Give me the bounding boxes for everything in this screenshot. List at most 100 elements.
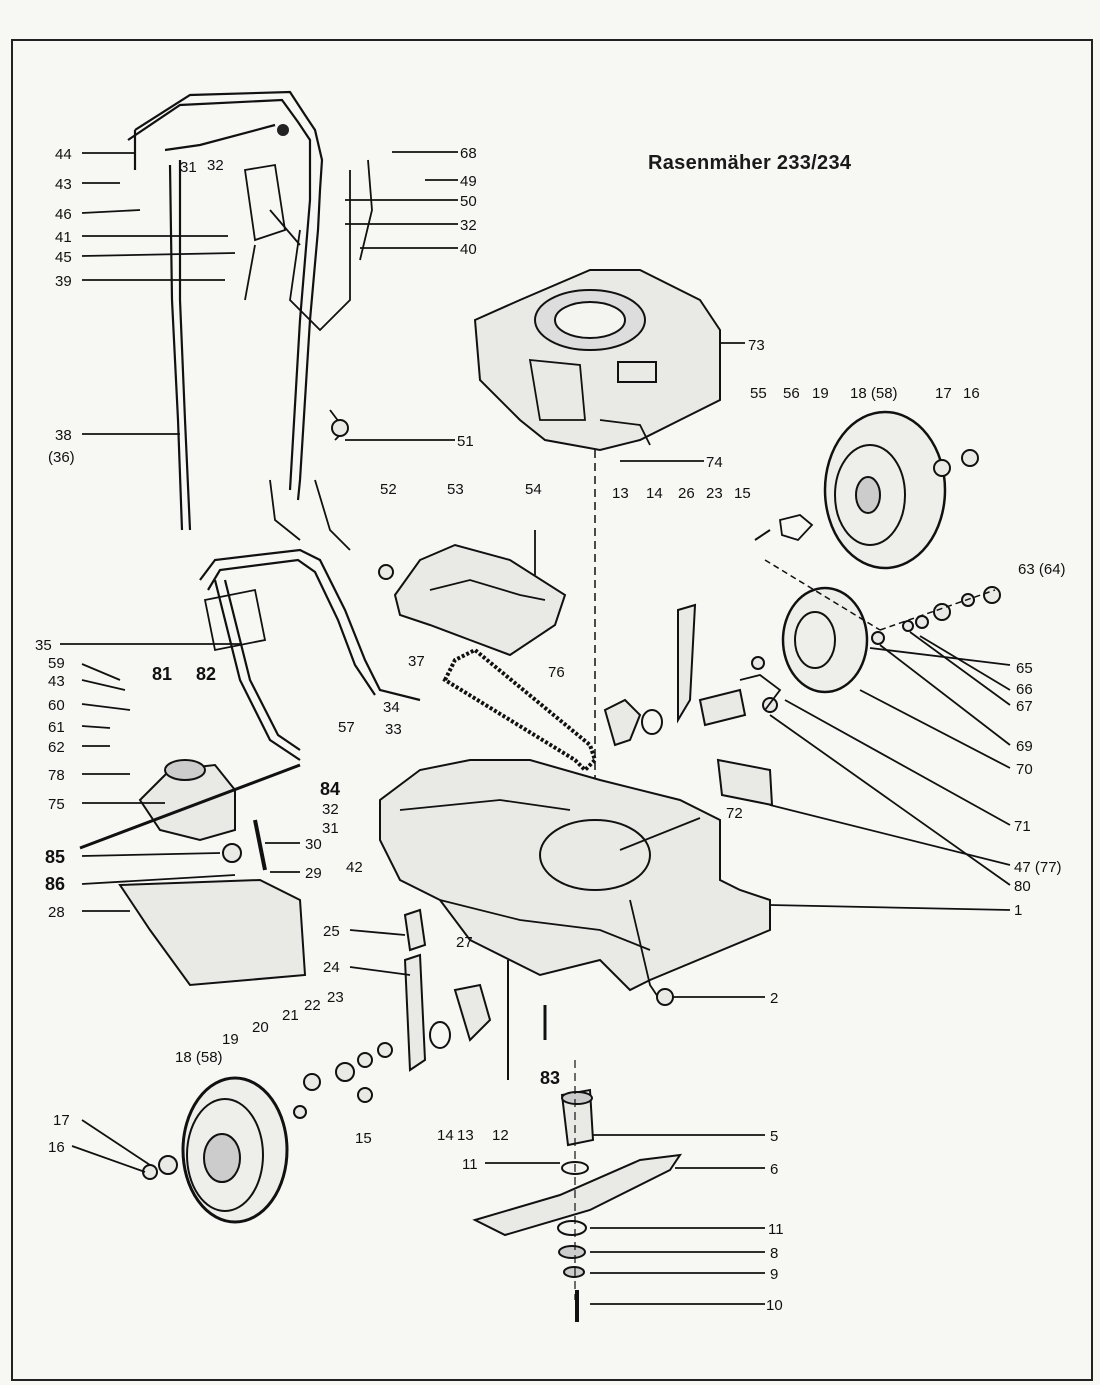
callout-6: 6 [770, 1161, 778, 1178]
callout-23: 23 [327, 989, 344, 1006]
gearbox [79, 759, 301, 871]
callout-28: 28 [48, 904, 65, 921]
callout-82: 82 [196, 664, 216, 684]
callout-20: 20 [252, 1019, 269, 1036]
page-frame [11, 39, 1093, 1381]
callout-51: 51 [457, 433, 474, 450]
callout-18: 18 (58) [175, 1049, 223, 1066]
callout-41: 41 [55, 229, 72, 246]
callout-8: 8 [770, 1245, 778, 1262]
callout-31: 31 [322, 820, 339, 837]
front-wheel-right [739, 559, 1001, 713]
callout-54: 54 [525, 481, 542, 498]
callout-73: 73 [748, 337, 765, 354]
callout-16: 16 [48, 1139, 65, 1156]
callout-30: 30 [305, 836, 322, 853]
callout-47: 47 (77) [1014, 859, 1062, 876]
callout-72: 72 [726, 805, 743, 822]
callout-10: 10 [766, 1297, 783, 1314]
grass-deflector [118, 878, 307, 987]
callout-84: 84 [320, 779, 340, 799]
callout-24: 24 [323, 959, 340, 976]
callout-39: 39 [55, 273, 72, 290]
height-adjuster-left [403, 908, 547, 1080]
callout-12: 12 [492, 1127, 509, 1144]
drive-belt [442, 647, 598, 773]
callout-13: 13 [457, 1127, 474, 1144]
callout-23: 23 [706, 485, 723, 502]
callout-19: 19 [812, 385, 829, 402]
callout-15: 15 [355, 1130, 372, 1147]
callout-27: 27 [456, 934, 473, 951]
upper-handle [127, 90, 373, 551]
callout-55: 55 [750, 385, 767, 402]
callout-57: 57 [338, 719, 355, 736]
callout-74: 74 [706, 454, 723, 471]
callout-17: 17 [935, 385, 952, 402]
callout-53: 53 [447, 481, 464, 498]
callout-49: 49 [460, 173, 477, 190]
callout-14: 14 [437, 1127, 454, 1144]
callout-32: 32 [460, 217, 477, 234]
callout-2: 2 [770, 990, 778, 1007]
callout-13: 13 [612, 485, 629, 502]
callout-56: 56 [783, 385, 800, 402]
callout-69: 69 [1016, 738, 1033, 755]
callout-52: 52 [380, 481, 397, 498]
callout-1: 1 [1014, 902, 1022, 919]
callout-50: 50 [460, 193, 477, 210]
callout-70: 70 [1016, 761, 1033, 778]
callout-18: 18 (58) [850, 385, 898, 402]
callout-76: 76 [548, 664, 565, 681]
callout-5: 5 [770, 1128, 778, 1145]
callout-81: 81 [152, 664, 172, 684]
leader-lines [60, 151, 1011, 1305]
callout-37: 37 [408, 653, 425, 670]
callout-43: 43 [48, 673, 65, 690]
callout-43: 43 [55, 176, 72, 193]
callout-29: 29 [305, 865, 322, 882]
callout-78: 78 [48, 767, 65, 784]
callout-63: 63 (64) [1018, 561, 1066, 578]
callout-36: (36) [48, 449, 75, 466]
callout-80: 80 [1014, 878, 1031, 895]
callout-62: 62 [48, 739, 65, 756]
lower-handle [199, 548, 421, 761]
callout-59: 59 [48, 655, 65, 672]
callout-16: 16 [963, 385, 980, 402]
callout-68: 68 [460, 145, 477, 162]
callout-61: 61 [48, 719, 65, 736]
callout-67: 67 [1016, 698, 1033, 715]
callout-66: 66 [1016, 681, 1033, 698]
callout-21: 21 [282, 1007, 299, 1024]
callout-31: 31 [180, 159, 197, 176]
mower-deck [379, 759, 771, 1006]
callout-33: 33 [385, 721, 402, 738]
callout-22: 22 [304, 997, 321, 1014]
callout-labels: 44 43 46 41 45 39 31 32 68 49 50 32 40 7… [35, 145, 1066, 1314]
callout-45: 45 [55, 249, 72, 266]
callout-71: 71 [1014, 818, 1031, 835]
engine [473, 269, 721, 800]
callout-85: 85 [45, 847, 65, 867]
callout-35: 35 [35, 637, 52, 654]
callout-40: 40 [460, 241, 477, 258]
callout-38: 38 [55, 427, 72, 444]
height-adjuster-right [603, 603, 765, 747]
diagram-title: Rasenmäher 233/234 [648, 152, 852, 174]
callout-9: 9 [770, 1266, 778, 1283]
blade-assembly [472, 1060, 683, 1322]
callout-32: 32 [207, 157, 224, 174]
callout-11: 11 [768, 1221, 784, 1238]
callout-65: 65 [1016, 660, 1033, 677]
rear-wheel-right [754, 410, 979, 570]
callout-83: 83 [540, 1068, 560, 1088]
callout-15: 15 [734, 485, 751, 502]
rear-flap [716, 758, 774, 807]
callout-86: 86 [45, 874, 65, 894]
callout-17: 17 [53, 1112, 70, 1129]
callout-34: 34 [383, 699, 400, 716]
callout-60: 60 [48, 697, 65, 714]
